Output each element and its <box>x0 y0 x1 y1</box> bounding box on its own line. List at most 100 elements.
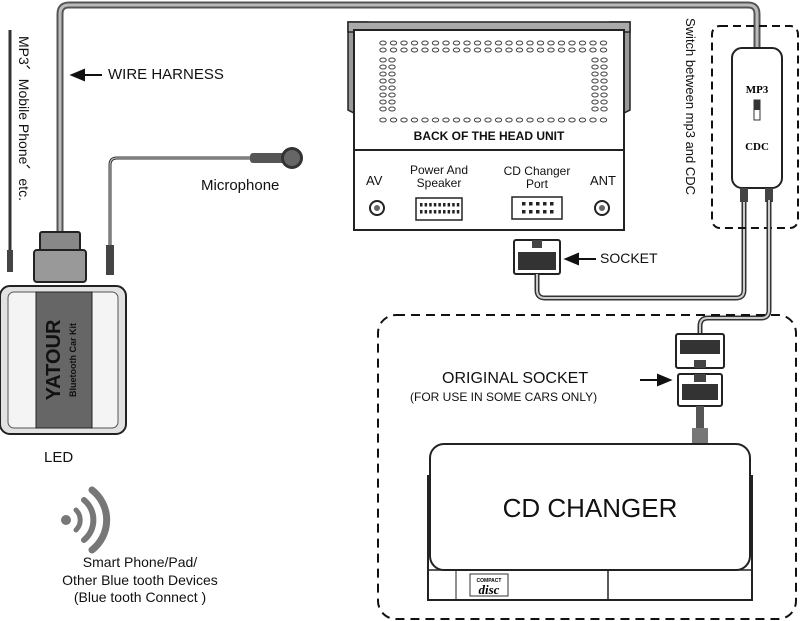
vent-hole <box>600 106 608 112</box>
vent-hole <box>388 85 396 91</box>
vent-hole <box>389 117 398 123</box>
port-pin <box>522 210 526 214</box>
power-speaker-port <box>415 197 463 221</box>
vent-hole <box>484 117 492 123</box>
vent-hole <box>591 57 599 63</box>
vent-hole <box>600 99 608 105</box>
vent-hole <box>515 117 524 123</box>
right-arrow-icon <box>640 373 673 387</box>
vent-hole <box>505 47 513 53</box>
vent-hole <box>589 40 597 46</box>
port-pin <box>550 210 554 214</box>
port-pin <box>447 210 451 214</box>
original-socket-top <box>675 333 725 369</box>
port-pin <box>522 202 526 206</box>
vent-hole <box>421 117 429 123</box>
left-arrow-icon <box>69 68 596 266</box>
vent-hole <box>526 117 534 123</box>
vent-hole <box>389 47 398 53</box>
port-pin <box>443 203 446 207</box>
port-pin <box>433 210 437 214</box>
vent-hole <box>515 47 524 53</box>
vent-hole <box>452 117 461 123</box>
vent-hole <box>388 57 396 63</box>
vent-hole <box>536 117 545 123</box>
vent-hole <box>463 117 471 123</box>
vent-hole <box>589 47 597 53</box>
vent-hole <box>557 40 566 46</box>
vent-hole <box>591 106 599 112</box>
vent-hole <box>600 71 608 77</box>
vent-hole <box>568 40 576 46</box>
vent-hole <box>600 92 608 98</box>
vent-hole <box>400 40 408 46</box>
port-pin <box>536 210 540 214</box>
switch-label-cdc: CDC <box>745 141 769 153</box>
port-pin <box>429 210 432 214</box>
original-socket-label: ORIGINAL SOCKET <box>442 370 589 387</box>
cd-changer-unit: COMPACT disc <box>427 443 753 601</box>
svg-text:COMPACT: COMPACT <box>477 578 502 584</box>
vent-hole <box>578 117 587 123</box>
vent-hole <box>515 40 524 46</box>
port-pin <box>443 210 446 214</box>
vent-hole <box>599 40 608 46</box>
vent-hole <box>591 99 599 105</box>
vent-hole <box>379 99 387 105</box>
vent-hole <box>379 57 387 63</box>
vent-hole <box>484 40 492 46</box>
port-pin <box>452 203 455 207</box>
vent-hole <box>591 64 599 70</box>
port-pin <box>438 210 441 214</box>
vent-hole <box>599 117 608 123</box>
device-model: Bluetooth Car Kit <box>68 323 78 397</box>
vent-hole <box>494 47 503 53</box>
switch-module: MP3 CDC <box>731 47 783 202</box>
vent-hole <box>431 117 440 123</box>
vent-hole <box>379 78 387 84</box>
bluetooth-devices-label: Smart Phone/Pad/ Other Blue tooth Device… <box>62 554 218 605</box>
vent-hole <box>452 40 461 46</box>
wireless-signal-icon <box>61 486 111 554</box>
vent-hole <box>379 47 387 53</box>
vent-hole <box>494 117 503 123</box>
port-pin <box>536 202 540 206</box>
vent-hole <box>547 47 555 53</box>
vent-hole <box>600 57 608 63</box>
vent-hole <box>463 47 471 53</box>
vent-hole <box>442 117 450 123</box>
port-pin <box>424 210 428 214</box>
vent-hole <box>557 47 566 53</box>
vent-hole <box>400 117 408 123</box>
port-pin <box>550 202 554 206</box>
av-label: AV <box>366 173 383 188</box>
vent-hole <box>536 47 545 53</box>
vent-hole <box>526 40 534 46</box>
vent-hole <box>600 64 608 70</box>
ant-label: ANT <box>590 173 616 188</box>
port-pin <box>543 210 547 214</box>
port-pin <box>438 203 441 207</box>
wire-harness-label: WIRE HARNESS <box>108 66 224 83</box>
vent-hole <box>599 47 608 53</box>
original-socket-bottom <box>677 373 723 407</box>
cd-changer-port <box>511 196 563 220</box>
cd-port-label: CD Changer Port <box>503 164 571 192</box>
device-brand: YATOUR <box>43 319 65 400</box>
switch-label-mp3: MP3 <box>746 84 769 96</box>
microphone-label: Microphone <box>201 177 280 194</box>
port-pin <box>452 210 455 214</box>
vent-hole <box>591 78 599 84</box>
vent-hole <box>379 71 387 77</box>
vent-hole <box>484 47 492 53</box>
vent-hole <box>591 92 599 98</box>
vent-hole <box>410 40 419 46</box>
vent-hole <box>505 40 513 46</box>
port-pin <box>543 202 547 206</box>
vent-hole <box>547 117 555 123</box>
vent-hole <box>400 47 408 53</box>
vent-hole <box>421 40 429 46</box>
vent-hole <box>388 71 396 77</box>
vent-hole <box>463 40 471 46</box>
vent-hole <box>557 117 566 123</box>
